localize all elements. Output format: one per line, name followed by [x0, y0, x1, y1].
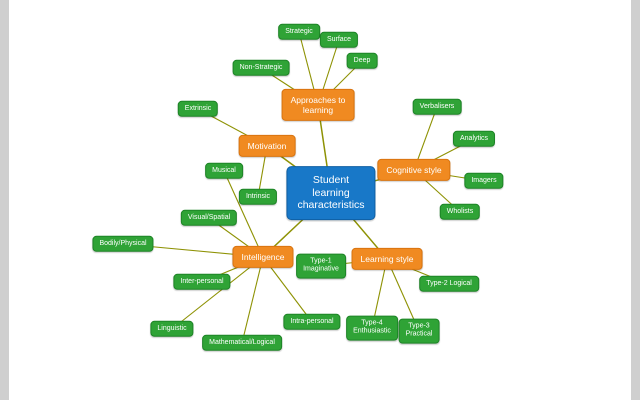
node-intrinsic[interactable]: Intrinsic: [238, 188, 278, 206]
node-type-1[interactable]: Type-1 Imaginative: [296, 253, 346, 279]
node-cognitive[interactable]: Cognitive style: [377, 158, 451, 182]
node-type-4[interactable]: Type-4 Enthusiastic: [346, 315, 398, 341]
window-edge-right: [631, 0, 640, 400]
node-wholists[interactable]: Wholists: [439, 203, 481, 221]
node-deep[interactable]: Deep: [346, 52, 378, 70]
node-linguistic[interactable]: Linguistic: [150, 320, 194, 338]
node-surface[interactable]: Surface: [319, 31, 359, 49]
node-type-3[interactable]: Type-3 Practical: [398, 318, 440, 344]
node-type-2[interactable]: Type-2 Logical: [419, 275, 479, 293]
node-center[interactable]: Student learning characteristics: [286, 166, 376, 220]
node-learning-style[interactable]: Learning style: [351, 247, 423, 271]
node-imagers[interactable]: Imagers: [464, 172, 504, 190]
node-strategic[interactable]: Strategic: [278, 23, 320, 41]
node-extrinsic[interactable]: Extrinsic: [177, 100, 219, 118]
node-approaches[interactable]: Approaches to learning: [281, 88, 355, 122]
node-analytics[interactable]: Analytics: [452, 130, 496, 148]
node-visual-spatial[interactable]: Visual/Spatial: [180, 209, 238, 227]
node-bodily-physical[interactable]: Bodily/Physical: [92, 235, 154, 253]
node-non-strategic[interactable]: Non-Strategic: [232, 59, 290, 77]
node-inter-personal[interactable]: Inter-personal: [173, 273, 231, 291]
edge-intelligence-mathematical-logical: [241, 256, 264, 344]
node-intra-personal[interactable]: Intra-personal: [283, 313, 341, 331]
node-verbalisers[interactable]: Verbalisers: [412, 98, 462, 116]
node-musical[interactable]: Musical: [205, 162, 243, 180]
node-intelligence[interactable]: Intelligence: [232, 245, 294, 269]
node-motivation[interactable]: Motivation: [238, 134, 296, 158]
node-mathematical-logical[interactable]: Mathematical/Logical: [202, 334, 282, 352]
window-edge-left: [0, 0, 9, 400]
